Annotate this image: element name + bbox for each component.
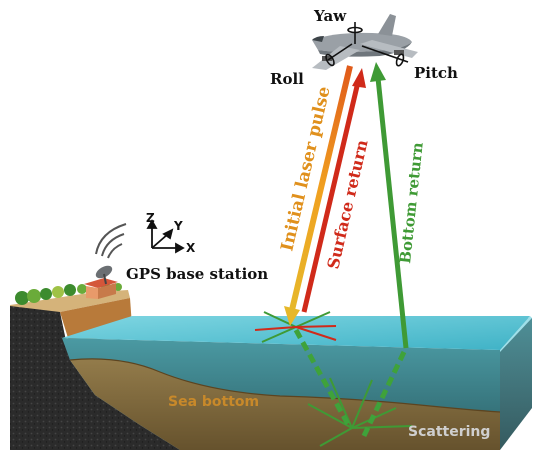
surface-return-beam	[301, 81, 361, 313]
label-axis-y: Y	[173, 219, 183, 233]
xyz-axes-icon	[146, 219, 185, 254]
label-gps-base-station: GPS base station	[126, 265, 268, 283]
satellite-dish-icon	[95, 265, 113, 285]
attitude-axes	[325, 22, 409, 67]
label-scattering: Scattering	[408, 424, 490, 440]
radio-waves-icon	[95, 223, 127, 259]
label-pitch: Pitch	[414, 64, 458, 82]
label-axis-x: X	[186, 241, 196, 255]
initial-pulse-arrowhead	[284, 306, 300, 326]
label-axis-z: Z	[146, 211, 155, 225]
bottom-return-beam	[375, 77, 409, 349]
label-yaw: Yaw	[313, 7, 347, 25]
sea-bottom-line	[69, 358, 501, 413]
coastal-land	[10, 278, 180, 450]
trees	[15, 283, 122, 305]
surface-scatter-arrows	[254, 311, 337, 343]
base-station-building	[84, 278, 118, 299]
bottom-return-arrowhead	[370, 62, 386, 82]
initial-pulse-beam	[289, 65, 353, 311]
label-sea-bottom: Sea bottom	[168, 394, 259, 410]
underwater-beams	[293, 328, 407, 442]
land-rock-front	[10, 306, 180, 450]
laser-beams	[284, 62, 409, 349]
airplane-icon	[312, 14, 418, 70]
surface-return-arrowhead	[352, 68, 366, 88]
label-bottom-return: Bottom return	[396, 141, 427, 264]
water-right-face	[500, 318, 532, 450]
label-roll: Roll	[270, 70, 304, 88]
